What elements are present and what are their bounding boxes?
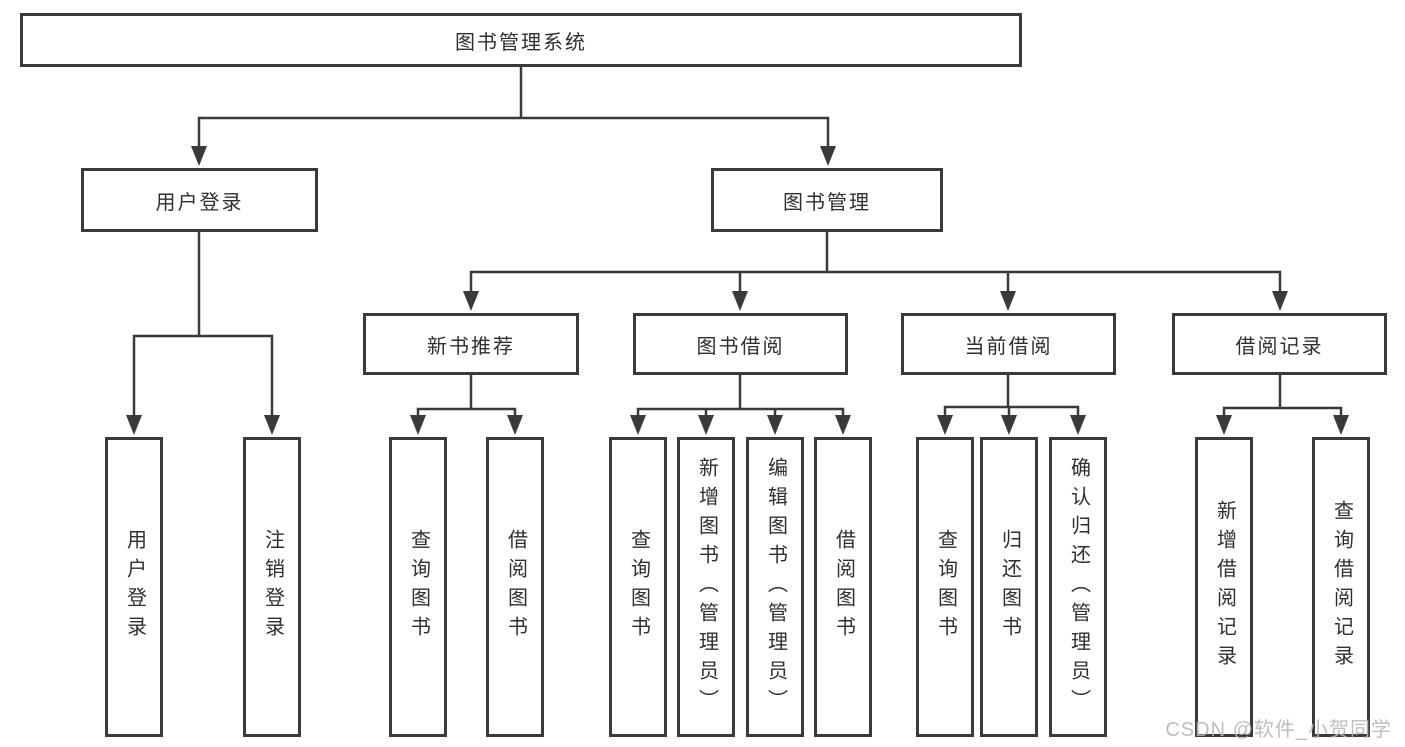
node-user-login: 用户登录 bbox=[81, 168, 318, 232]
connector-borrowing-records bbox=[1216, 375, 1349, 435]
leaf-borrow-add-books-admin: 新增图书（管理员） bbox=[677, 437, 735, 737]
leaf-label: 借阅图书 bbox=[832, 529, 855, 645]
leaf-label: 编辑图书（管理员） bbox=[764, 456, 787, 718]
leaf-records-query-record: 查询借阅记录 bbox=[1312, 437, 1370, 737]
leaf-user-login: 用户登录 bbox=[105, 437, 163, 737]
watermark: CSDN @软件_小贺同学 bbox=[1165, 719, 1392, 741]
arrow-down-icon bbox=[507, 415, 523, 435]
leaf-label: 新增借阅记录 bbox=[1213, 500, 1236, 674]
connector-root bbox=[191, 67, 836, 166]
node-current-borrowing: 当前借阅 bbox=[901, 313, 1116, 375]
connector-new-books bbox=[410, 375, 523, 435]
arrow-down-icon bbox=[410, 415, 426, 435]
arrow-down-icon bbox=[1272, 291, 1288, 311]
connector-book-borrowing bbox=[630, 375, 851, 435]
connector-line bbox=[943, 405, 1080, 416]
leaf-current-confirm-return-admin: 确认归还（管理员） bbox=[1049, 437, 1107, 737]
node-label: 借阅记录 bbox=[1235, 335, 1324, 358]
connector-user-login bbox=[126, 232, 280, 435]
arrow-down-icon bbox=[463, 291, 479, 311]
leaf-current-return-books: 归还图书 bbox=[980, 437, 1038, 737]
connector-line bbox=[132, 334, 274, 416]
connector-current-borrowing bbox=[937, 375, 1086, 435]
arrow-down-icon bbox=[1070, 415, 1086, 435]
leaf-label: 新增图书（管理员） bbox=[695, 456, 718, 718]
leaf-label: 查询图书 bbox=[627, 529, 650, 645]
node-label: 图书管理系统 bbox=[455, 31, 587, 54]
node-label: 用户登录 bbox=[155, 191, 244, 214]
node-new-book-recommendation: 新书推荐 bbox=[363, 313, 579, 375]
arrow-down-icon bbox=[937, 415, 953, 435]
connector-line bbox=[636, 407, 845, 416]
leaf-label: 查询图书 bbox=[407, 529, 430, 645]
leaf-borrow-borrow-books: 借阅图书 bbox=[814, 437, 872, 737]
node-library-system: 图书管理系统 bbox=[20, 13, 1022, 67]
arrow-down-icon bbox=[191, 146, 207, 166]
connector-line bbox=[1222, 406, 1343, 416]
leaf-newbooks-query-books: 查询图书 bbox=[389, 437, 447, 737]
node-label: 图书管理 bbox=[783, 191, 871, 214]
arrow-down-icon bbox=[630, 415, 646, 435]
arrow-down-icon bbox=[1333, 415, 1349, 435]
node-label: 新书推荐 bbox=[427, 335, 515, 358]
arrow-down-icon bbox=[1000, 291, 1016, 311]
arrow-down-icon bbox=[264, 415, 280, 435]
arrow-down-icon bbox=[767, 415, 783, 435]
arrow-down-icon bbox=[1216, 415, 1232, 435]
leaf-label: 借阅图书 bbox=[504, 529, 527, 645]
arrow-down-icon bbox=[835, 415, 851, 435]
arrow-down-icon bbox=[126, 415, 142, 435]
leaf-label: 注销登录 bbox=[261, 529, 284, 645]
arrow-down-icon bbox=[820, 146, 836, 166]
node-book-management: 图书管理 bbox=[711, 168, 943, 232]
leaf-borrow-edit-books-admin: 编辑图书（管理员） bbox=[746, 437, 804, 737]
connector-line bbox=[416, 407, 517, 416]
leaf-logout: 注销登录 bbox=[243, 437, 301, 737]
connector-book-management bbox=[463, 232, 1288, 311]
arrow-down-icon bbox=[1001, 415, 1017, 435]
leaf-label: 查询图书 bbox=[934, 529, 957, 645]
leaf-borrow-query-books: 查询图书 bbox=[609, 437, 667, 737]
leaf-label: 查询借阅记录 bbox=[1330, 500, 1353, 674]
connector-line bbox=[197, 116, 830, 148]
arrow-down-icon bbox=[732, 291, 748, 311]
leaf-label: 用户登录 bbox=[123, 529, 146, 645]
node-book-borrowing: 图书借阅 bbox=[633, 313, 848, 375]
node-label: 当前借阅 bbox=[964, 335, 1053, 358]
arrow-down-icon bbox=[698, 415, 714, 435]
leaf-label: 归还图书 bbox=[998, 529, 1021, 645]
node-label: 图书借阅 bbox=[696, 335, 785, 358]
leaf-label: 确认归还（管理员） bbox=[1067, 456, 1090, 718]
connector-line bbox=[469, 270, 1282, 292]
leaf-records-add-record: 新增借阅记录 bbox=[1195, 437, 1253, 737]
node-borrowing-records: 借阅记录 bbox=[1172, 313, 1387, 375]
leaf-newbooks-borrow-books: 借阅图书 bbox=[486, 437, 544, 737]
leaf-current-query-books: 查询图书 bbox=[916, 437, 974, 737]
